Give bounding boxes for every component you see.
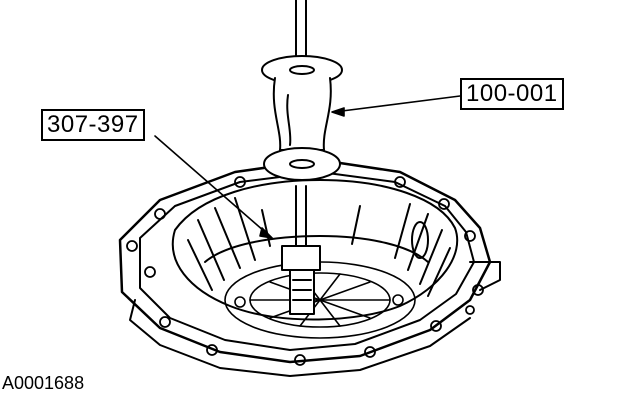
slide-hammer — [261, 0, 343, 181]
leader-lines — [154, 95, 461, 239]
bolt-holes — [126, 176, 484, 366]
inner-bowl — [171, 179, 459, 321]
callout-100-001: 100-001 — [460, 78, 564, 110]
callout-307-397: 307-397 — [41, 109, 145, 141]
hub-assembly — [224, 261, 416, 339]
figure-id: A0001688 — [2, 373, 85, 393]
puller-adapter — [281, 185, 321, 315]
